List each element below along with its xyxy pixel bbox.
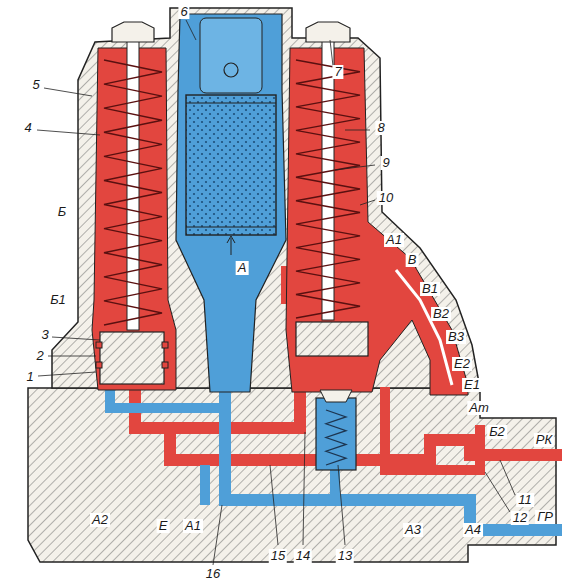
- right-piston: [296, 322, 368, 356]
- channel-label: А3: [403, 523, 423, 537]
- channel-label: А4: [463, 523, 483, 537]
- base-housing: [28, 388, 556, 562]
- right-passage: [396, 270, 452, 385]
- right-valve-chamber: [286, 48, 468, 395]
- filter-housing: [176, 14, 286, 392]
- filter-valve-ball: [224, 63, 238, 77]
- callout-number: 2: [34, 349, 45, 363]
- channel-label: Е1: [462, 378, 482, 392]
- channel-label: А1: [384, 233, 404, 247]
- left-seals: [96, 342, 168, 368]
- callout-number: 13: [336, 549, 354, 563]
- callout-number: 1: [24, 370, 35, 384]
- channel-label: А1: [183, 519, 203, 533]
- left-piston: [100, 332, 164, 384]
- right-spring: [296, 60, 360, 318]
- callout-number: 16: [204, 567, 222, 581]
- left-nut: [112, 22, 154, 42]
- callout-number: 4: [22, 121, 33, 135]
- check-valve-spring: [326, 410, 346, 465]
- callout-number: 3: [39, 328, 50, 342]
- left-spring: [104, 60, 162, 325]
- check-valve-seat: [320, 390, 352, 402]
- channel-label: А2: [90, 513, 110, 527]
- callout-number: 14: [294, 549, 312, 563]
- channel-label: Е: [157, 519, 170, 533]
- filter-element: [186, 95, 276, 235]
- callout-number: 15: [269, 549, 287, 563]
- callout-number: 10: [377, 191, 395, 205]
- channel-label: Е2: [452, 357, 472, 371]
- callout-number: 8: [375, 121, 386, 135]
- callout-number: 9: [380, 156, 391, 170]
- leader-lines: [37, 20, 515, 565]
- channel-label: ГР: [535, 510, 555, 524]
- channel-label: РК: [534, 433, 554, 447]
- callout-number: 12: [511, 511, 529, 525]
- channel-label: А: [236, 261, 249, 275]
- channel-label: Б: [56, 205, 68, 219]
- channel-label: В: [406, 253, 419, 267]
- right-nut: [306, 22, 350, 42]
- channel-label: В3: [446, 330, 466, 344]
- channel-label: В2: [431, 307, 451, 321]
- callout-number: 5: [30, 78, 41, 92]
- callout-number: 11: [516, 493, 534, 507]
- callout-number: 7: [332, 65, 343, 79]
- drain-channels: [110, 392, 556, 530]
- channel-label: В1: [420, 282, 440, 296]
- channel-label: Б2: [487, 425, 507, 439]
- callout-number: 6: [178, 5, 189, 19]
- filter-cap: [200, 18, 262, 93]
- channel-label: Б1: [48, 293, 68, 307]
- channel-label: Ат: [467, 401, 491, 415]
- check-valve-body: [316, 398, 356, 470]
